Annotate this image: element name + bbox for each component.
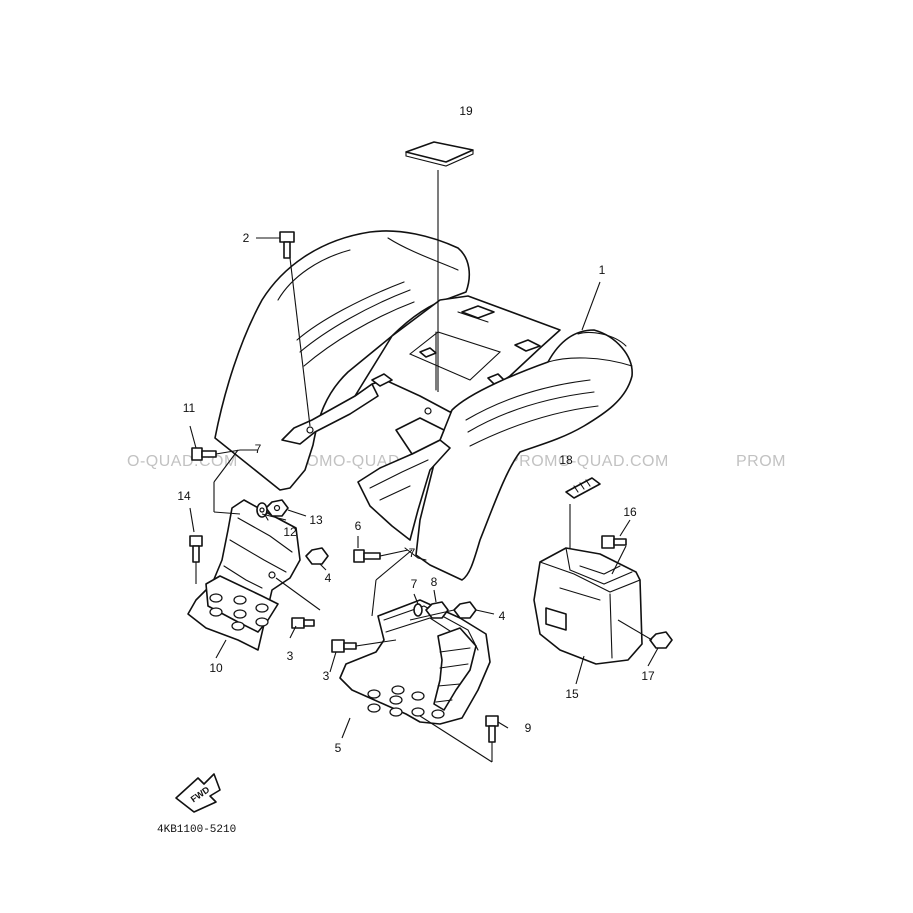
callout-numbers: 19 1 2 11 7 14 12 13 4 3 10 6 7 7 8 4 3 … <box>177 104 655 755</box>
right-footrest-grip-holes <box>367 685 445 719</box>
callout-9: 9 <box>525 721 532 735</box>
callout-15: 15 <box>565 687 579 701</box>
washer-12 <box>256 502 268 518</box>
label-plate-part <box>405 141 474 167</box>
bolt-14 <box>189 535 203 563</box>
callout-18: 18 <box>559 453 573 467</box>
bolt-3-right <box>331 639 357 653</box>
callout-4-right: 4 <box>499 609 506 623</box>
rear-fender-part <box>214 230 633 581</box>
callout-12: 12 <box>283 525 297 539</box>
nut-4-left <box>305 547 329 565</box>
callout-3-right: 3 <box>323 669 330 683</box>
callout-5: 5 <box>335 741 342 755</box>
watermark-text-4: PROM <box>736 453 786 470</box>
bolt-3-left <box>291 617 315 629</box>
callout-16: 16 <box>623 505 637 519</box>
right-footrest-part <box>339 599 491 725</box>
nut-13 <box>265 499 289 517</box>
callout-13: 13 <box>309 513 323 527</box>
callout-17: 17 <box>641 669 655 683</box>
callout-8: 8 <box>431 575 438 589</box>
callout-1: 1 <box>599 263 606 277</box>
callout-19: 19 <box>459 104 473 118</box>
storage-box-part <box>533 547 643 665</box>
callout-6: 6 <box>355 519 362 533</box>
left-footrest-grip-holes <box>209 593 269 631</box>
washer-7 <box>413 603 423 617</box>
callout-3-left: 3 <box>287 649 294 663</box>
nut-17 <box>649 631 673 649</box>
callout-7-left: 7 <box>255 442 262 456</box>
bolt-16 <box>601 535 627 549</box>
callout-7-lower: 7 <box>411 577 418 591</box>
watermark-text-1: O-QUAD.COM <box>127 453 238 470</box>
fasteners <box>189 231 673 743</box>
bolt-2 <box>279 231 295 259</box>
callout-2: 2 <box>243 231 250 245</box>
leader-lines <box>189 170 659 763</box>
watermark-text-3: PROMO-QUAD.COM <box>508 453 669 470</box>
callout-10: 10 <box>209 661 223 675</box>
nut-8 <box>425 601 449 619</box>
nut-4-right <box>453 601 477 619</box>
callout-14: 14 <box>177 489 191 503</box>
left-footrest-part <box>187 499 301 651</box>
callout-11: 11 <box>183 401 196 415</box>
bolt-9 <box>485 715 499 743</box>
callout-7-center: 7 <box>409 546 416 560</box>
bolt-6 <box>353 549 381 563</box>
callout-4-left: 4 <box>325 571 332 585</box>
diagram-code: 4KB1100-5210 <box>157 824 236 836</box>
clip-part <box>565 477 601 499</box>
forward-arrow: FWD <box>175 773 221 813</box>
